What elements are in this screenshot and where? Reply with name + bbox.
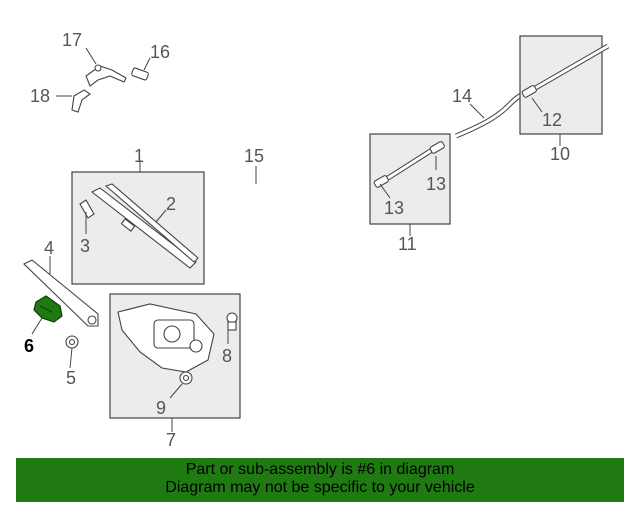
info-banner: Part or sub-assembly is #6 in diagram Di… xyxy=(16,458,624,502)
callout-15: 15 xyxy=(244,146,264,166)
callout-17: 17 xyxy=(62,30,82,50)
washer-hose-15 xyxy=(149,72,365,216)
callout-1: 1 xyxy=(134,146,144,166)
banner-line-disclaimer: Diagram may not be specific to your vehi… xyxy=(165,479,475,496)
callout-18: 18 xyxy=(30,86,50,106)
panel-nozzle-assembly-11 xyxy=(369,133,451,225)
callout-11: 11 xyxy=(398,234,417,254)
parts-diagram: 1 2 3 4 5 6 7 8 9 10 11 12 13 13 14 15 1… xyxy=(23,30,610,450)
callout-3: 3 xyxy=(80,236,90,256)
callout-9: 9 xyxy=(156,398,166,418)
callout-4: 4 xyxy=(44,238,54,258)
nut-5 xyxy=(65,335,79,349)
callout-6: 6 xyxy=(24,336,34,356)
callout-13-upper: 13 xyxy=(426,174,446,194)
connector-16 xyxy=(131,67,149,81)
joint-18 xyxy=(71,89,91,113)
callout-12: 12 xyxy=(542,110,562,130)
panel-wiper-blade xyxy=(71,171,205,285)
washer-hose-14 xyxy=(455,91,525,139)
callout-5: 5 xyxy=(66,368,76,388)
callout-13-lower: 13 xyxy=(384,198,404,218)
banner-line-part: Part or sub-assembly is #6 in diagram xyxy=(185,461,455,478)
callout-14: 14 xyxy=(452,86,472,106)
wiper-arm-4 xyxy=(23,259,99,327)
grommet-8 xyxy=(226,312,238,331)
leader-lines xyxy=(31,47,561,432)
grommet-9 xyxy=(179,371,193,385)
panel-nozzle-10 xyxy=(519,35,610,135)
joint-17 xyxy=(85,64,127,87)
callout-7: 7 xyxy=(166,430,176,450)
panel-wiper-motor-7 xyxy=(109,293,241,419)
callout-8: 8 xyxy=(222,346,232,366)
callout-10: 10 xyxy=(550,144,570,164)
callout-2: 2 xyxy=(166,194,176,214)
callout-16: 16 xyxy=(150,42,170,62)
wiper-arm-cap-6 xyxy=(33,295,63,323)
